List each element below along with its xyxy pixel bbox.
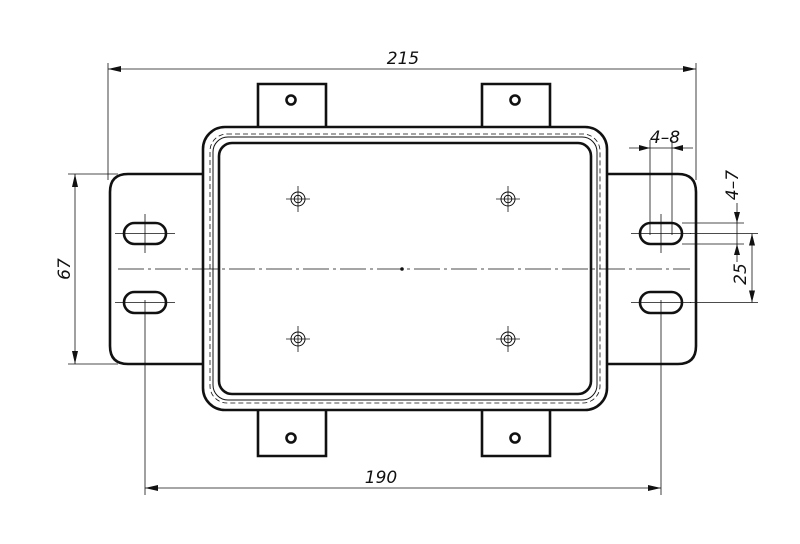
boss-bottom-left: [286, 326, 310, 352]
top-mounting-tabs: [256, 82, 552, 127]
mounting-bosses: [286, 186, 520, 352]
dimension-4-7-label: 4–7: [723, 170, 743, 200]
dimension-4-8-label: 4–8: [650, 128, 680, 148]
dimension-67-label: 67: [55, 258, 75, 280]
dimension-25-label: 25: [731, 263, 751, 285]
dimension-flange-height: 67: [55, 173, 118, 365]
dimension-slot-spacing: 190: [144, 300, 662, 495]
centerlines: [115, 214, 691, 303]
enclosure-body: [201, 125, 609, 412]
dimension-190-label: 190: [365, 468, 397, 488]
dimension-slot-length: 4–8: [629, 128, 693, 235]
dimension-slot-pitch: 25: [690, 233, 758, 303]
boss-bottom-right: [496, 326, 520, 352]
dimension-slot-width: 4–7: [682, 170, 744, 262]
boss-top-right: [496, 186, 520, 212]
dimension-overall-width: 215: [107, 49, 697, 180]
dimension-215-label: 215: [387, 49, 419, 69]
boss-top-left: [286, 186, 310, 212]
bottom-mounting-tabs: [256, 410, 552, 458]
